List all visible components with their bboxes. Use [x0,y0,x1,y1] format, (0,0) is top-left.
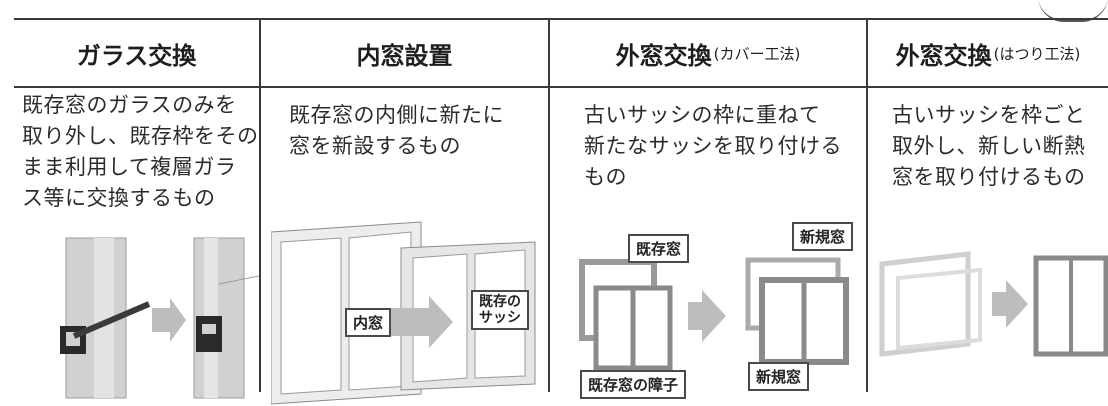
table-top-border [14,18,1108,20]
column-divider [548,18,550,392]
arrow-icon [992,280,1028,328]
column-cover-method: 外窓交換(カバー工法) 古いサッシの枠に重ねて 新たなサッシを取り付ける もの … [550,18,866,406]
comparison-table: ガラス交換 既存窓のガラスのみを 取り外し、既存枠をその まま利用して複層ガラ … [14,18,1108,406]
column-glass-replacement: ガラス交換 既存窓のガラスのみを 取り外し、既存枠をその まま利用して複層ガラ … [14,18,259,406]
column-title: 外窓交換(はつり工法) [868,20,1108,86]
arrow-icon [152,298,186,342]
column-title: ガラス交換 [14,20,259,86]
header-divider [14,86,1108,88]
column-inner-window: 内窓設置 既存窓の内側に新たに 窓を新設するもの 内窓 既存の サッシ [261,18,548,406]
inner-window-label: 内窓 [345,308,392,337]
arrow-icon [381,296,453,348]
arrow-icon [688,290,726,342]
column-subtitle: (カバー工法) [713,44,801,63]
existing-sash-label: 既存の サッシ [471,290,529,330]
new-window-label-top: 新規窓 [792,222,854,251]
column-subtitle: (はつり工法) [993,44,1081,63]
cover-method-illustration [579,257,849,371]
column-title-text: 内窓設置 [356,41,453,70]
column-title-text: 外窓交換 [895,41,992,70]
glass-replacement-illustration [60,237,259,399]
column-title: 内窓設置 [261,20,548,86]
chipping-method-illustration [879,251,1108,357]
decorative-corner-arc [1038,0,1108,22]
existing-mullion-label: 既存窓の障子 [580,370,687,399]
column-description: 古いサッシを枠ごと 取外し、新しい断熱 窓を取り付けるもの [892,103,1086,189]
column-description: 既存窓の内側に新たに 窓を新設するもの [289,103,504,158]
column-title-text: 外窓交換 [615,41,712,70]
column-title-text: ガラス交換 [76,41,197,70]
column-chipping-method: 外窓交換(はつり工法) 古いサッシを枠ごと 取外し、新しい断熱 窓を取り付けるも… [868,18,1108,406]
column-title: 外窓交換(カバー工法) [550,20,866,86]
new-window-label-bottom: 新規窓 [748,362,810,391]
column-divider [259,18,261,392]
column-divider [866,18,868,392]
column-description: 既存窓のガラスのみを 取り外し、既存枠をその まま利用して複層ガラ ス等に交換す… [22,93,259,210]
existing-window-label: 既存窓 [628,234,690,263]
column-description: 古いサッシの枠に重ねて 新たなサッシを取り付ける もの [584,103,842,189]
